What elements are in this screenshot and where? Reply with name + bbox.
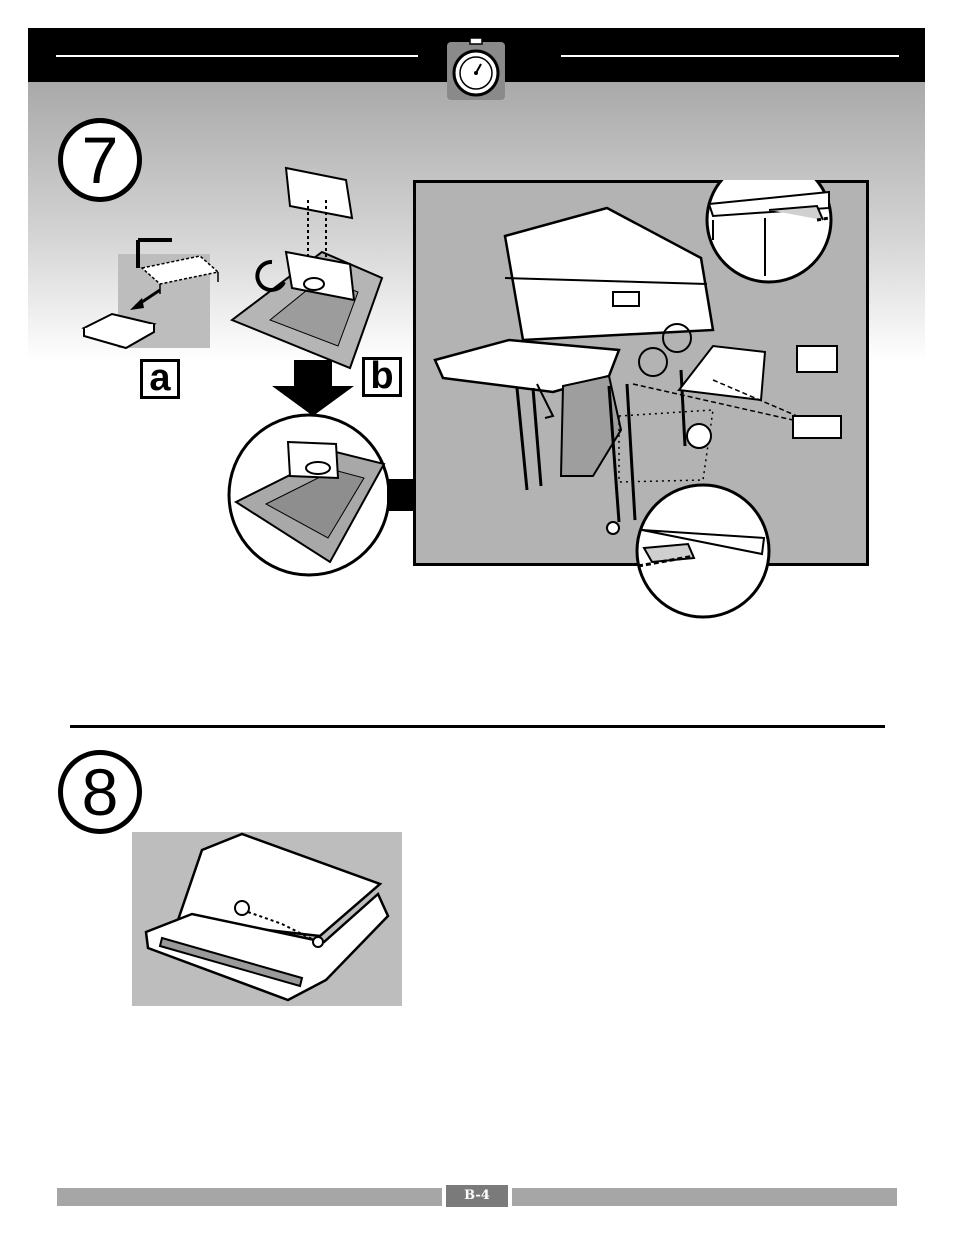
step-8-number: 8 bbox=[58, 750, 142, 834]
label-b: b bbox=[362, 357, 402, 397]
footer-bar-right bbox=[512, 1188, 897, 1206]
section-divider bbox=[70, 725, 885, 728]
header-rule-left bbox=[56, 55, 418, 57]
label-a: a bbox=[140, 359, 180, 399]
footer-bar-left bbox=[57, 1188, 442, 1206]
down-arrow-icon bbox=[270, 360, 356, 418]
drip-pan-illustration-a bbox=[80, 228, 220, 358]
thermometer-install-illustration bbox=[132, 832, 402, 1006]
stopwatch-icon bbox=[446, 38, 506, 102]
catch-pan-illustration-b bbox=[230, 160, 390, 370]
step-7-number: 7 bbox=[58, 118, 142, 202]
page-number: B-4 bbox=[446, 1185, 508, 1207]
catch-pan-zoom-detail bbox=[226, 412, 392, 578]
grill-detail-zoom bbox=[634, 482, 772, 620]
header-rule-right bbox=[561, 55, 899, 57]
